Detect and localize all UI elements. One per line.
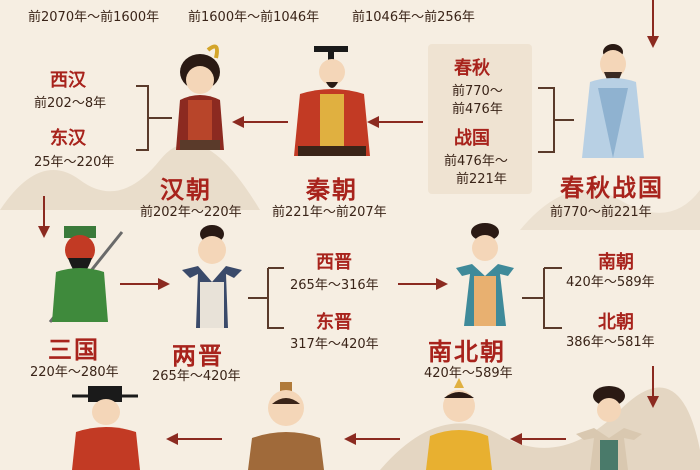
chunqiu-zhanguo-range: 前770～前221年 — [550, 205, 652, 220]
nanbei-bracket — [522, 267, 562, 329]
sui-figure — [248, 382, 324, 470]
arrow-down-top-right — [647, 0, 659, 48]
arrow-chunqiu-to-qin — [367, 116, 423, 128]
arrow-jin-to-nanbei — [398, 278, 448, 290]
xia-range: 前2070年～前1600年 — [28, 10, 160, 25]
west-jin-range: 265年～316年 — [290, 278, 379, 293]
arrow-bottom-2 — [344, 433, 400, 445]
han-general-figure — [176, 44, 224, 150]
qin-dynasty-name: 秦朝 — [306, 176, 358, 204]
tang-official-figure — [72, 386, 140, 470]
arrow-bottom-1 — [166, 433, 222, 445]
sui-lady-figure — [576, 386, 642, 470]
east-han-name: 东汉 — [50, 128, 86, 149]
liangjin-range: 265年～420年 — [152, 369, 241, 384]
jin-bracket — [248, 267, 284, 329]
nanbeichao-range: 420年～589年 — [424, 366, 513, 381]
arrow-down-right — [647, 366, 659, 408]
mountain-decoration-left — [0, 143, 260, 210]
warring-states-name: 战国 — [454, 128, 490, 149]
nanbei-lady-figure — [456, 223, 514, 326]
sanguo-range: 220年～280年 — [30, 365, 119, 380]
east-jin-range: 317年～420年 — [290, 337, 379, 352]
spring-autumn-name: 春秋 — [454, 58, 490, 79]
spring-autumn-range-2: 前476年 — [452, 102, 503, 117]
east-han-range: 25年～220年 — [34, 155, 115, 170]
spring-autumn-range-1: 前770～ — [452, 84, 503, 99]
west-han-range: 前202～8年 — [34, 96, 107, 111]
warring-states-range-2: 前221年 — [456, 172, 507, 187]
han-dynasty-range: 前202年～220年 — [140, 205, 242, 220]
arrow-qin-to-han — [232, 116, 288, 128]
han-bracket — [136, 85, 172, 151]
qin-dynasty-range: 前221年～前207年 — [272, 205, 387, 220]
chunqiu-zhanguo-name: 春秋战国 — [560, 174, 664, 202]
nanbeichao-name: 南北朝 — [428, 338, 506, 366]
confucius-figure — [582, 44, 644, 158]
chunqiu-bracket — [538, 87, 574, 153]
warring-states-range-1: 前476年～ — [444, 154, 508, 169]
zhou-range: 前1046年～前256年 — [352, 10, 475, 25]
west-jin-name: 西晋 — [316, 252, 352, 273]
west-han-name: 西汉 — [50, 70, 86, 91]
south-dynasty-name: 南朝 — [598, 252, 634, 273]
south-dynasty-range: 420年～589年 — [566, 275, 655, 290]
chunqiu-period-box — [428, 44, 532, 194]
arrow-down-left — [38, 196, 50, 238]
qin-emperor-figure — [294, 46, 370, 156]
guanyu-figure — [48, 226, 124, 323]
arrow-sanguo-to-jin — [120, 278, 170, 290]
jin-scholar-figure — [182, 225, 242, 328]
emperor-gold-figure — [426, 378, 492, 470]
east-jin-name: 东晋 — [316, 312, 352, 333]
arrow-bottom-3 — [510, 433, 566, 445]
sanguo-name: 三国 — [48, 336, 100, 364]
han-dynasty-name: 汉朝 — [160, 176, 212, 204]
north-dynasty-name: 北朝 — [598, 312, 634, 333]
liangjin-name: 两晋 — [172, 342, 224, 370]
north-dynasty-range: 386年～581年 — [566, 335, 655, 350]
shang-range: 前1600年～前1046年 — [188, 10, 320, 25]
mountain-decoration-right — [520, 190, 700, 230]
